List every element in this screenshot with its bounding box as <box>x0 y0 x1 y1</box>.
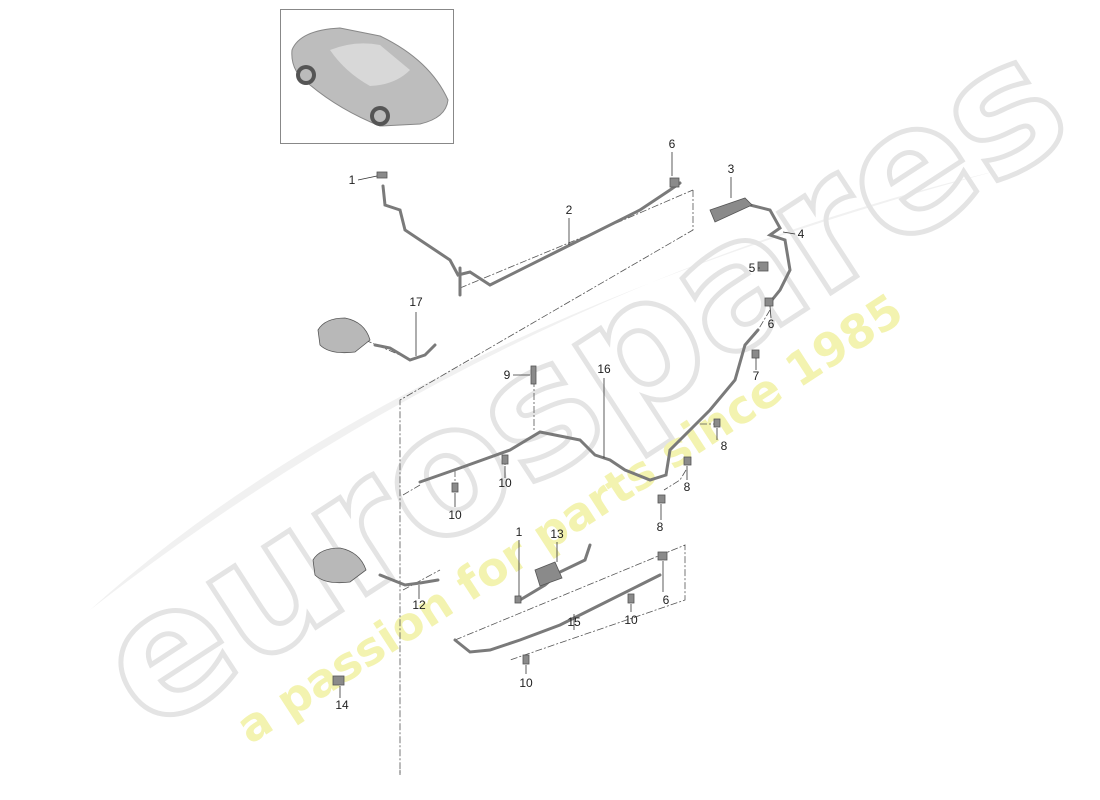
pipe-12 <box>378 573 440 587</box>
car-image <box>291 27 449 127</box>
callout-label-9: 9 <box>504 368 511 382</box>
components <box>312 171 774 686</box>
part-8c <box>657 494 666 504</box>
pipe-17 <box>373 343 437 362</box>
part-10a <box>501 454 509 465</box>
callout-label-10: 10 <box>498 476 512 490</box>
callout-label-1: 1 <box>349 173 356 187</box>
pipe-15 <box>453 573 662 654</box>
part-9 <box>530 365 537 385</box>
callout-label-6: 6 <box>669 137 676 151</box>
pipe-2 <box>381 181 682 287</box>
callout-label-8: 8 <box>721 439 728 453</box>
callout-label-13: 13 <box>550 527 564 541</box>
car-thumbnail <box>280 9 454 144</box>
part-6-top <box>669 177 680 188</box>
callout-leader <box>357 175 378 181</box>
part-1-bottom <box>514 595 522 604</box>
callout-label-15: 15 <box>567 615 581 629</box>
callout-label-1: 1 <box>516 525 523 539</box>
parts <box>373 181 792 654</box>
part-10b <box>451 482 459 493</box>
pipe-13 <box>518 543 592 602</box>
callout-label-3: 3 <box>728 162 735 176</box>
part-6-mid <box>764 297 774 307</box>
callout-label-16: 16 <box>597 362 611 376</box>
pipe-16 <box>418 328 760 484</box>
callout-label-10: 10 <box>624 613 638 627</box>
callout-label-8: 8 <box>684 480 691 494</box>
callout-label-12: 12 <box>412 598 426 612</box>
watermark: eurospares a passion for parts since 198… <box>60 0 1100 773</box>
hose-4 <box>748 203 792 302</box>
part-6-bottom <box>657 551 668 561</box>
watermark-brand: eurospares <box>62 0 1100 770</box>
callout-label-5: 5 <box>749 261 756 275</box>
callout-label-10: 10 <box>519 676 533 690</box>
callout-label-7: 7 <box>753 369 760 383</box>
part-8a <box>713 418 721 428</box>
part-10d <box>522 654 530 665</box>
part-14 <box>332 675 345 686</box>
part-3-master-cylinder <box>709 197 753 223</box>
callout-label-6: 6 <box>768 317 775 331</box>
part-13-sensor <box>534 561 563 587</box>
callout-label-8: 8 <box>657 520 664 534</box>
part-7 <box>751 349 760 359</box>
callout-label-4: 4 <box>798 227 805 241</box>
callout-label-6: 6 <box>663 593 670 607</box>
part-1-top <box>376 171 388 179</box>
callout-label-17: 17 <box>409 295 423 309</box>
part-12-reservoir <box>312 547 367 584</box>
part-10c <box>627 593 635 604</box>
callout-leader <box>782 231 796 235</box>
part-8b <box>683 456 692 466</box>
callout-label-10: 10 <box>448 508 462 522</box>
callout-label-2: 2 <box>566 203 573 217</box>
part-5 <box>757 261 769 272</box>
part-17-reservoir <box>317 317 371 354</box>
callout-leader <box>769 305 772 319</box>
callout-label-14: 14 <box>335 698 349 712</box>
